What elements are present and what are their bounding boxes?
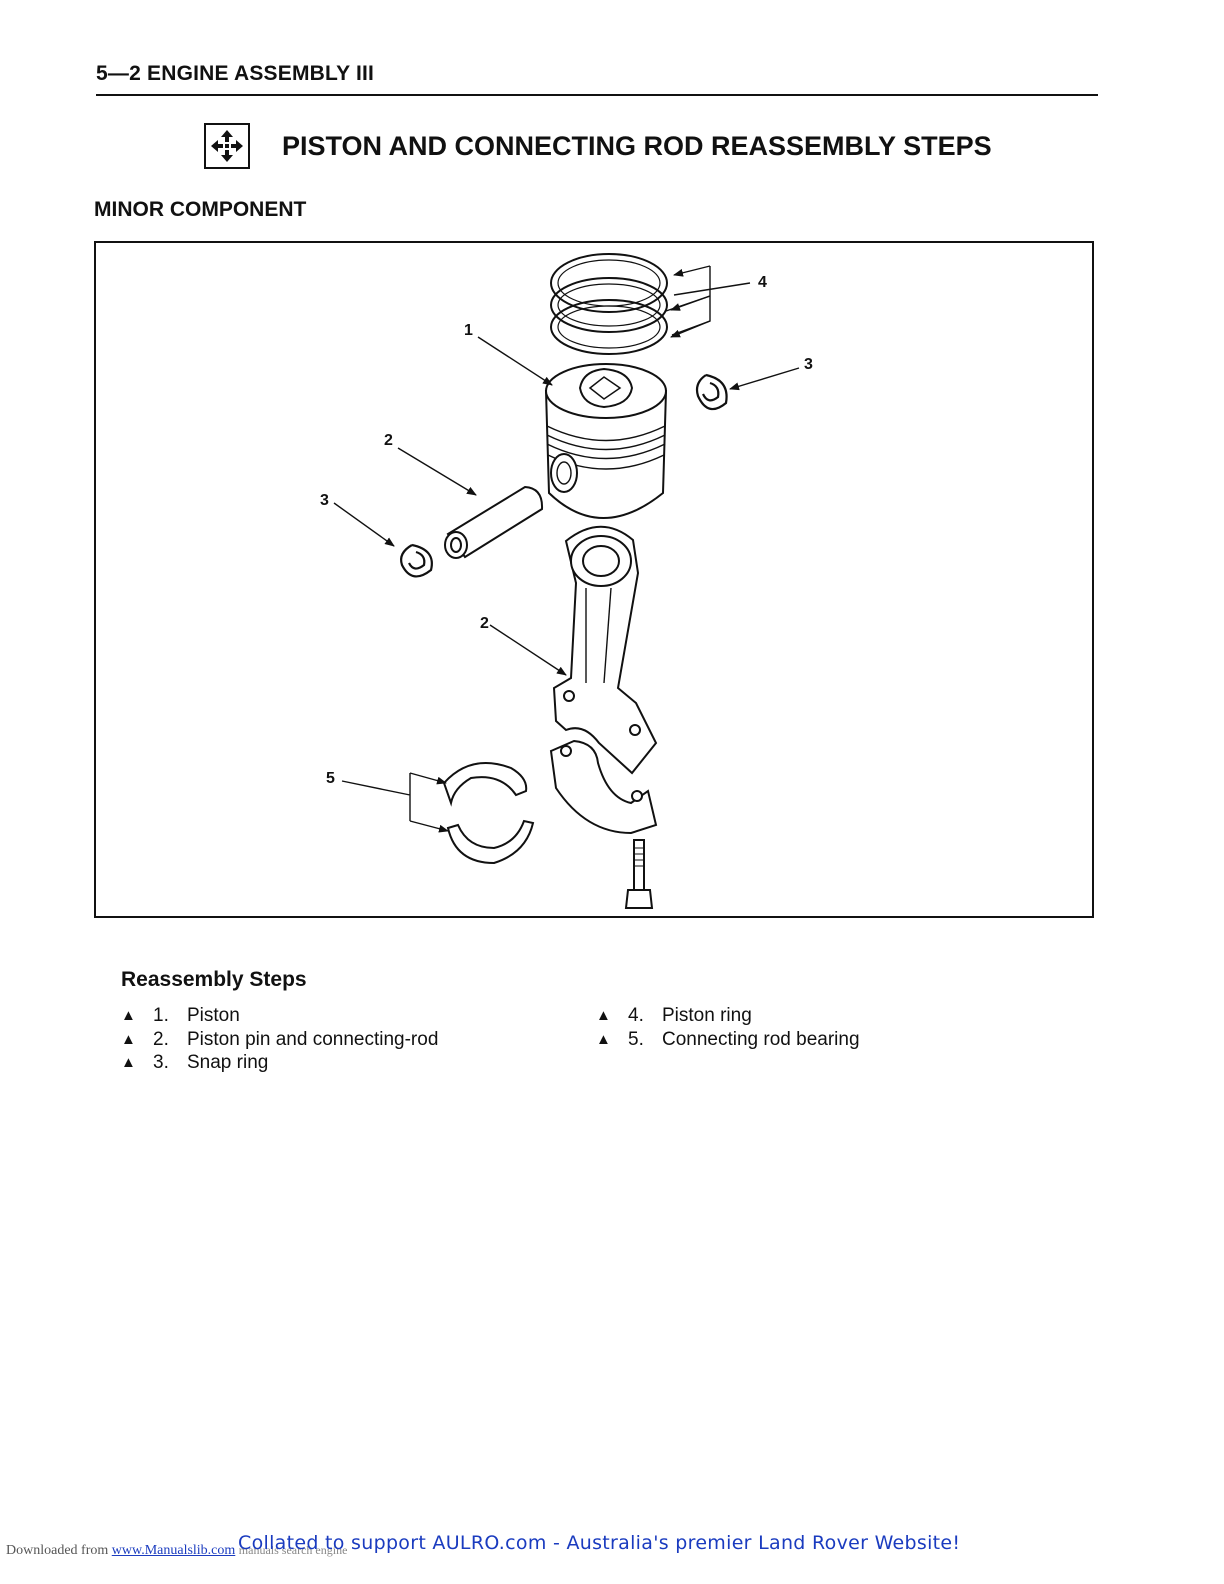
page-header-text: 5—2 ENGINE ASSEMBLY III: [96, 62, 375, 85]
step-item: ▲ 4. Piston ring: [596, 1004, 860, 1028]
steps-heading: Reassembly Steps: [121, 968, 307, 991]
downloaded-from-text: Downloaded from: [6, 1543, 109, 1558]
step-number: 5.: [628, 1028, 644, 1050]
collated-note: Collated to support AULRO.com - Australi…: [238, 1532, 961, 1554]
footer: Downloaded from www.Manualslib.com manua…: [6, 1532, 1216, 1562]
step-number: 3.: [153, 1052, 169, 1073]
connecting-rod-bearing: [442, 762, 535, 865]
triangle-marker-icon: ▲: [121, 1030, 136, 1048]
callout-1: 1: [464, 322, 473, 339]
callout-2-rod: 2: [480, 615, 489, 632]
title-row: PISTON AND CONNECTING ROD REASSEMBLY STE…: [204, 120, 992, 172]
step-item: ▲ 2. Piston pin and connecting-rod: [121, 1028, 438, 1052]
triangle-marker-icon: ▲: [596, 1007, 611, 1024]
piston-pin: [444, 485, 544, 559]
diagram-drawing: 4 1 3 2 3 2 5: [320, 253, 813, 909]
manualslib-link[interactable]: www.Manualslib.com: [111, 1543, 236, 1558]
rod-cap: [549, 739, 658, 835]
step-label: Connecting rod bearing: [662, 1028, 860, 1050]
triangle-marker-icon: ▲: [121, 1007, 136, 1024]
step-item: ▲ 1. Piston: [121, 1004, 438, 1028]
step-label: Snap ring: [187, 1052, 269, 1073]
exploded-diagram: 4 1 3 2 3 2 5: [94, 241, 1094, 918]
connecting-rod: [552, 525, 658, 775]
rod-bolt: [624, 839, 654, 909]
piston: [544, 363, 668, 519]
piston-rings: [550, 253, 668, 355]
search-engine-text: manuals search engine: [238, 1543, 348, 1557]
snap-ring-left: [400, 543, 433, 578]
download-note: Downloaded from www.Manualslib.com manua…: [6, 1543, 347, 1559]
steps-list-left: ▲ 1. Piston ▲ 2. Piston pin and connecti…: [121, 1004, 438, 1075]
section-heading: MINOR COMPONENT: [94, 198, 307, 221]
step-label: Piston: [187, 1005, 240, 1026]
page-title: PISTON AND CONNECTING ROD REASSEMBLY STE…: [282, 130, 992, 161]
page-header: 5—2 ENGINE ASSEMBLY III: [96, 62, 1098, 96]
step-item: ▲ 3. Snap ring: [121, 1051, 438, 1075]
step-label: Piston ring: [662, 1005, 752, 1026]
callout-2-pin: 2: [384, 432, 393, 449]
callout-5: 5: [326, 770, 335, 787]
triangle-marker-icon: ▲: [596, 1030, 611, 1048]
triangle-marker-icon: ▲: [121, 1054, 136, 1071]
steps-list-right: ▲ 4. Piston ring ▲ 5. Connecting rod bea…: [596, 1004, 860, 1051]
reassembly-arrows-icon: [204, 123, 250, 169]
callout-3-left: 3: [320, 492, 329, 509]
callout-4: 4: [758, 274, 767, 291]
leader-lines: [333, 265, 800, 833]
step-item: ▲ 5. Connecting rod bearing: [596, 1028, 860, 1052]
snap-ring-right: [695, 373, 728, 411]
step-number: 2.: [153, 1028, 169, 1050]
callout-3-right: 3: [804, 356, 813, 373]
step-number: 1.: [153, 1005, 169, 1026]
step-label: Piston pin and connecting-rod: [187, 1028, 439, 1050]
step-number: 4.: [628, 1005, 644, 1026]
